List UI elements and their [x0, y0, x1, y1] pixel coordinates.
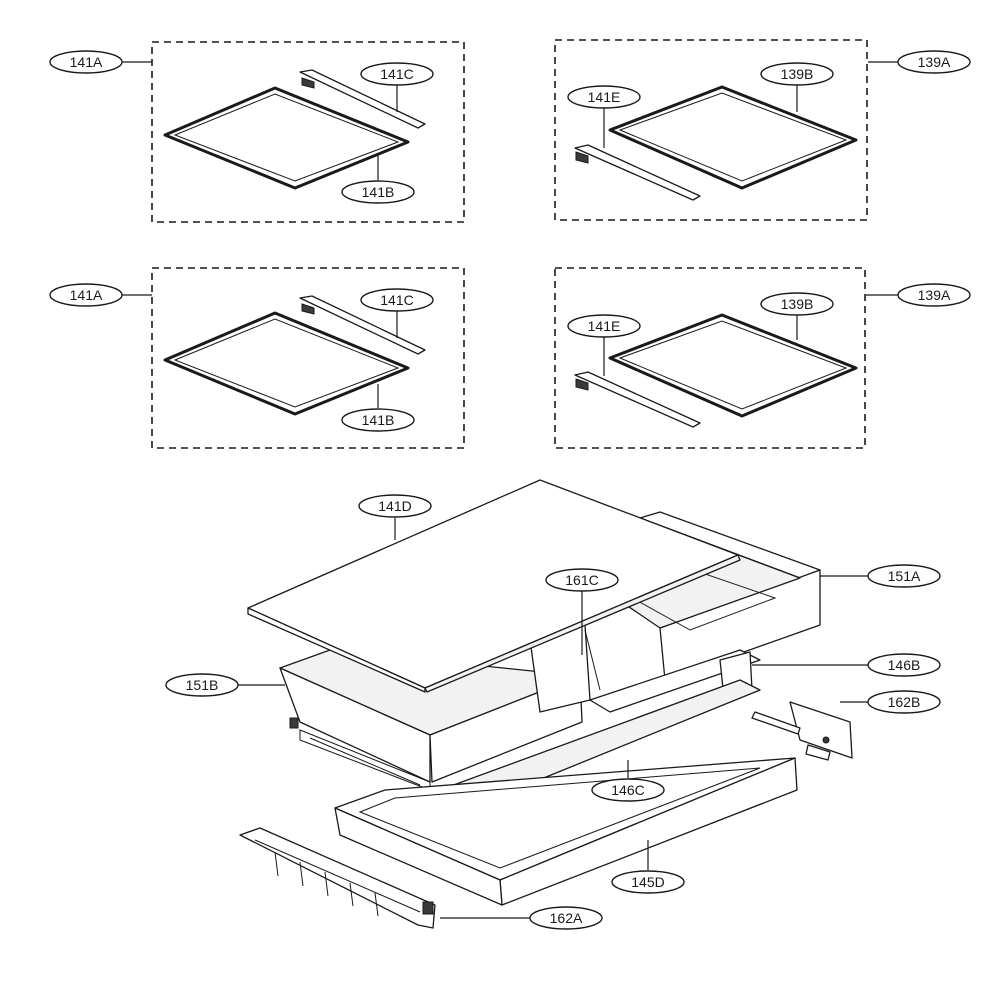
callout-151A: 151A [867, 564, 941, 588]
drawer-foot-icon [289, 717, 299, 729]
svg-text:151A: 151A [888, 568, 921, 584]
assembly-139A-top [554, 39, 868, 221]
callout-141E-middle: 141E [567, 314, 641, 338]
callout-139B-middle: 139B [760, 292, 834, 316]
svg-text:145D: 145D [631, 874, 664, 890]
callout-141B-middle: 141B [341, 408, 415, 432]
screw-hole-icon [822, 736, 830, 744]
svg-text:141E: 141E [588, 89, 621, 105]
callout-141C-middle: 141C [360, 288, 434, 312]
svg-text:141A: 141A [70, 54, 103, 70]
shelf-rail-141E [574, 144, 701, 201]
callout-141E-top: 141E [567, 85, 641, 109]
svg-text:141B: 141B [362, 412, 395, 428]
svg-text:141D: 141D [378, 498, 411, 514]
assembly-boundary [554, 267, 866, 449]
svg-text:161C: 161C [565, 572, 598, 588]
callout-162B: 162B [867, 690, 941, 714]
callout-162A: 162A [529, 906, 603, 930]
callout-139A-middle: 139A [897, 283, 971, 307]
assembly-141A-top [151, 41, 465, 223]
shelf-rail-141E [574, 371, 701, 428]
svg-text:141E: 141E [588, 318, 621, 334]
callout-161C: 161C [545, 568, 619, 592]
svg-text:139A: 139A [918, 54, 951, 70]
shelf-glass-141B [163, 86, 410, 190]
assembly-139A-middle [554, 267, 866, 449]
svg-text:141B: 141B [362, 184, 395, 200]
svg-text:146C: 146C [611, 782, 644, 798]
svg-text:141A: 141A [70, 287, 103, 303]
svg-text:139B: 139B [781, 66, 814, 82]
svg-text:151B: 151B [186, 677, 219, 693]
callout-145D: 145D [611, 870, 685, 894]
svg-text:139B: 139B [781, 296, 814, 312]
callout-139A-top: 139A [897, 50, 971, 74]
svg-text:141C: 141C [380, 292, 413, 308]
crisper-drawer-151B [279, 649, 583, 791]
callout-141B-top: 141B [341, 180, 415, 204]
leader-lines [122, 61, 898, 919]
shelf-glass-139B [608, 313, 858, 418]
callout-146B: 146B [867, 653, 941, 677]
callout-151B: 151B [165, 673, 239, 697]
bracket-162A [239, 827, 436, 929]
svg-text:162B: 162B [888, 694, 921, 710]
bracket-162B [751, 701, 853, 761]
shelf-rail-141C [299, 69, 426, 129]
bracket-clip-icon [422, 901, 434, 915]
svg-text:141C: 141C [380, 66, 413, 82]
assembly-boundary [554, 39, 868, 221]
shelf-rail-141C [299, 295, 426, 355]
callout-141D: 141D [358, 494, 432, 518]
shelf-glass-139B [608, 85, 858, 190]
callout-139B-top: 139B [760, 62, 834, 86]
callout-146C: 146C [591, 778, 665, 802]
svg-text:146B: 146B [888, 657, 921, 673]
svg-text:162A: 162A [550, 910, 583, 926]
callout-141C-top: 141C [360, 62, 434, 86]
callout-141A-middle: 141A [49, 283, 123, 307]
drawer-assembly [239, 479, 853, 929]
assembly-141A-middle [151, 267, 465, 449]
callout-141A-top: 141A [49, 50, 123, 74]
svg-text:139A: 139A [918, 287, 951, 303]
bottom-tray-145D [334, 757, 798, 906]
assembly-boundary [151, 267, 465, 449]
shelf-glass-141B [163, 311, 410, 416]
assembly-boundary [151, 41, 465, 223]
